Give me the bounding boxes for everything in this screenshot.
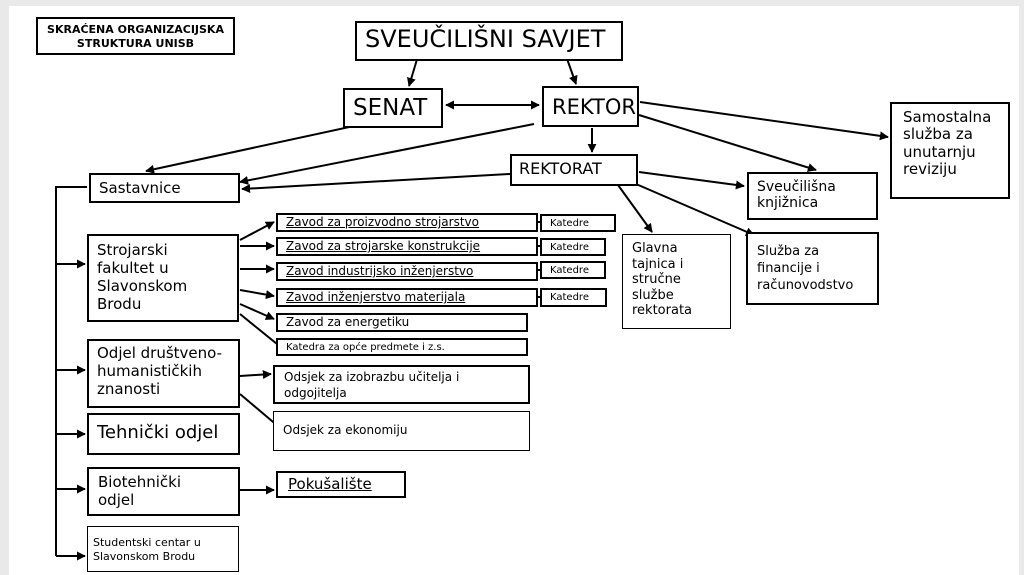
conn-rektor-revizija	[639, 101, 889, 141]
connector-layer	[55, 55, 889, 561]
node-sastavnice: Sastavnice	[89, 173, 240, 203]
conn-rektorat-tajnica	[617, 184, 653, 233]
node-katedre-2: Katedre	[540, 238, 606, 256]
conn-odjel-ucitelja	[239, 370, 272, 380]
node-katedre-1: Katedre	[540, 214, 616, 232]
conn-savjet-senat	[407, 55, 419, 87]
node-strojarski-fakultet: Strojarski fakultet u Slavonskom Brodu	[87, 234, 239, 322]
conn-rektor-sastavnice	[239, 123, 535, 185]
node-katedre-4: Katedre	[540, 288, 607, 307]
conn-sfsb-proizvodno	[239, 221, 275, 241]
conn-trunk	[55, 186, 87, 556]
node-zavod-proizvodno: Zavod za proizvodno strojarstvo	[276, 213, 538, 232]
conn-senat-sastavnice	[145, 125, 355, 174]
conn-sfsb-katedra-opce	[239, 313, 278, 345]
node-tehnicki-odjel: Tehnički odjel	[87, 413, 240, 455]
conn-rektorat-financije	[635, 183, 755, 236]
conn-odjel-ekonomiju	[239, 393, 280, 428]
caption-box: SKRAĆENA ORGANIZACIJSKA STRUKTURA UNISB	[36, 17, 235, 55]
node-rektorat: REKTORAT	[510, 154, 638, 186]
conn-rektorat-knjiznica	[638, 171, 745, 190]
conn-sfsb-energetiku	[239, 303, 275, 320]
node-biotehnicki-odjel: Biotehnički odjel	[87, 467, 240, 516]
node-sluzba-financije: Služba za financije i računovodstvo	[746, 232, 879, 305]
node-katedre-3: Katedre	[540, 261, 606, 279]
conn-sfsb-materijala	[239, 289, 275, 300]
conn-rektorat-sastavnice	[241, 173, 511, 194]
node-zavod-energetiku: Zavod za energetiku	[276, 313, 528, 332]
org-chart: SKRAĆENA ORGANIZACIJSKA STRUKTURA UNISB …	[9, 6, 1019, 575]
node-zavod-materijala: Zavod inženjerstvo materijala	[276, 288, 538, 307]
node-odjel-drustveno-humanisticki: Odjel društveno- humanističkih znanosti	[87, 339, 240, 408]
node-odsjek-ucitelja: Odsjek za izobrazbu učitelja i odgojitel…	[273, 365, 530, 404]
node-glavna-tajnica: Glavna tajnica i stručne službe rektorat…	[622, 234, 731, 329]
node-odsjek-ekonomiju: Odsjek za ekonomiju	[273, 411, 530, 451]
node-pokusaliste: Pokušalište	[276, 471, 406, 498]
node-sveucilisna-knjiznica: Sveučilišna knjižnica	[747, 172, 878, 220]
node-revizija: Samostalna služba za unutarnju reviziju	[890, 102, 1010, 199]
node-zavod-konstrukcije: Zavod za strojarske konstrukcije	[276, 237, 538, 256]
node-zavod-industrijsko: Zavod industrijsko inženjerstvo	[276, 262, 538, 281]
node-rektor: REKTOR	[542, 86, 639, 127]
node-katedra-opce: Katedra za opće predmete i z.s.	[276, 338, 528, 356]
node-senat: SENAT	[343, 88, 443, 128]
conn-rektor-knjiznica	[638, 114, 817, 172]
node-sveucilisni-savjet: SVEUČILIŠNI SAVJET	[355, 21, 623, 61]
node-studentski-centar: Studentski centar u Slavonskom Brodu	[87, 526, 239, 572]
